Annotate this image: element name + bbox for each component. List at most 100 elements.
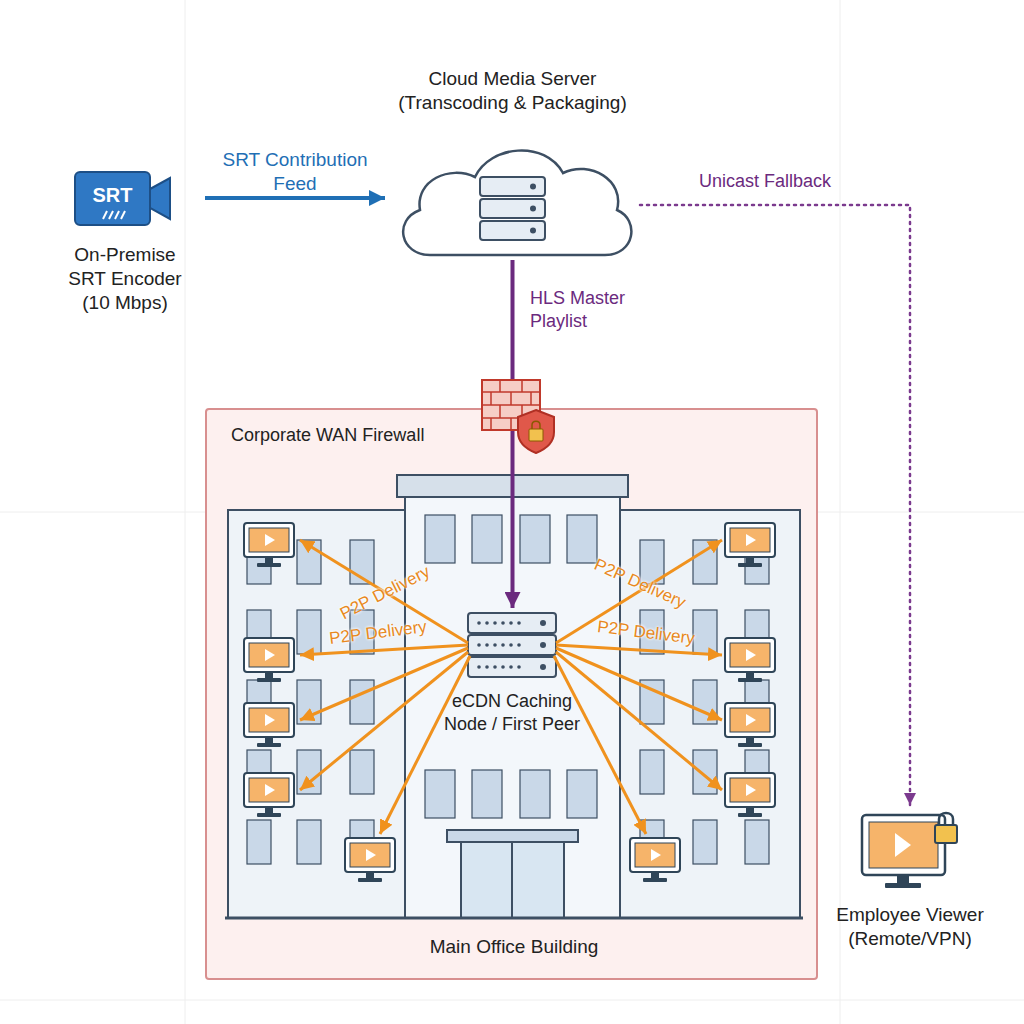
status-led: [530, 206, 536, 212]
node-label: Employee Viewer (Remote/VPN): [835, 903, 985, 951]
vent-dot: [477, 621, 481, 625]
camera-lens: [150, 178, 170, 219]
node-label: On-Premise SRT Encoder (10 Mbps): [55, 243, 195, 314]
node-label: eCDN Caching Node / First Peer: [437, 690, 587, 735]
vent-dot: [493, 621, 497, 625]
vent-dot: [477, 665, 481, 669]
vent-dot: [501, 643, 505, 647]
lock-shackle: [939, 813, 953, 825]
vent-dot: [509, 665, 513, 669]
window: [297, 610, 321, 654]
status-led: [530, 184, 536, 190]
vent-dot: [517, 665, 521, 669]
edge-label: SRT Contribution Feed: [205, 148, 385, 196]
play-icon: [895, 833, 911, 857]
door-split: [511, 842, 513, 918]
zone-heading: Corporate WAN Firewall: [231, 424, 531, 447]
window: [297, 680, 321, 724]
window: [520, 770, 550, 818]
window: [247, 820, 271, 864]
monitor-base: [885, 883, 921, 888]
edge-label: Unicast Fallback: [680, 170, 850, 193]
window: [640, 820, 664, 864]
vent-dot: [485, 643, 489, 647]
entrance-door: [461, 842, 564, 918]
window: [350, 540, 374, 584]
vent-dot: [485, 621, 489, 625]
connector-arrow: [511, 260, 515, 608]
server-unit: [480, 221, 545, 240]
window: [472, 770, 502, 818]
server-unit: [468, 635, 556, 655]
window: [693, 610, 717, 654]
building-label: Main Office Building: [225, 935, 803, 959]
viewer-node: Employee Viewer (Remote/VPN): [835, 805, 985, 955]
window: [745, 610, 769, 654]
vent-dot: [501, 621, 505, 625]
camera-body: [75, 172, 150, 225]
server-unit: [480, 199, 545, 218]
lock-shackle: [532, 421, 540, 429]
cloud-server-node: Cloud Media Server (Transcoding & Packag…: [385, 65, 640, 260]
building-roof: [397, 475, 628, 497]
building-wing: [228, 510, 405, 918]
status-led: [540, 642, 546, 648]
window: [350, 680, 374, 724]
connector-arrow: [205, 196, 385, 200]
icon-text: SRT: [75, 183, 150, 208]
vent-dot: [509, 643, 513, 647]
entrance-canopy: [447, 830, 578, 842]
monitor-stand: [897, 875, 909, 883]
encoder-node: SRTOn-Premise SRT Encoder (10 Mbps): [45, 165, 205, 310]
vent-dot: [493, 665, 497, 669]
camera-marks: [103, 211, 125, 219]
window: [350, 820, 374, 864]
vent-dot: [509, 621, 513, 625]
vent-dot: [477, 643, 481, 647]
window: [640, 750, 664, 794]
window: [297, 540, 321, 584]
lock-icon: [529, 429, 543, 441]
window: [247, 610, 271, 654]
window: [247, 540, 271, 584]
status-led: [540, 664, 546, 670]
server-unit: [468, 613, 556, 633]
window: [350, 750, 374, 794]
edge-label: HLS Master Playlist: [530, 287, 660, 332]
vent-dot: [517, 643, 521, 647]
window: [425, 515, 455, 563]
window: [693, 820, 717, 864]
monitor-frame: [862, 815, 945, 875]
status-led: [540, 620, 546, 626]
window: [297, 750, 321, 794]
window: [520, 515, 550, 563]
node-outline: [437, 608, 587, 758]
window: [247, 680, 271, 724]
window: [247, 750, 271, 794]
vent-dot: [493, 643, 497, 647]
node-label: Cloud Media Server (Transcoding & Packag…: [385, 67, 640, 115]
server-unit: [480, 177, 545, 196]
building-wing: [620, 510, 800, 918]
window: [745, 820, 769, 864]
window: [472, 515, 502, 563]
window: [640, 680, 664, 724]
window: [745, 540, 769, 584]
cloud-shape: [403, 151, 631, 255]
shield-icon: [518, 410, 554, 453]
vent-dot: [485, 665, 489, 669]
lock-icon: [935, 825, 957, 843]
vent-dot: [517, 621, 521, 625]
ecdn-node: eCDN Caching Node / First Peer: [437, 608, 587, 758]
window: [745, 750, 769, 794]
window: [745, 680, 769, 724]
monitor-screen: [869, 822, 938, 868]
vent-dot: [501, 665, 505, 669]
window: [693, 680, 717, 724]
grid-line: [0, 1000, 1024, 1001]
status-led: [530, 228, 536, 234]
